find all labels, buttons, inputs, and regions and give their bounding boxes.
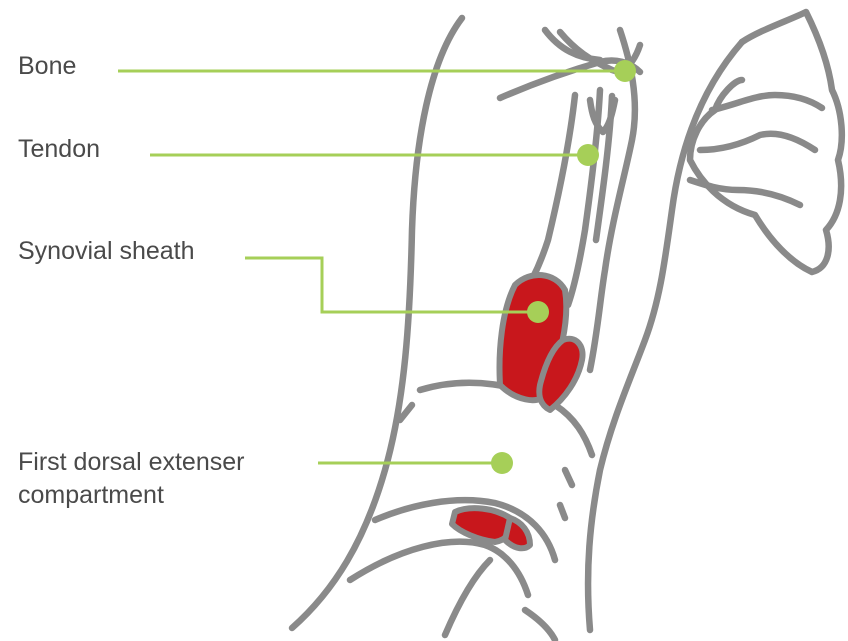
knuckle-line-1 xyxy=(700,134,815,150)
knuckle-line-3 xyxy=(690,180,800,205)
label-compartment-line2: compartment xyxy=(18,479,244,512)
label-bone: Bone xyxy=(18,50,76,83)
knuckle-line-2 xyxy=(712,95,822,110)
label-compartment-line1: First dorsal extenser xyxy=(18,446,244,479)
label-tendon: Tendon xyxy=(18,133,100,166)
hand-top-contour xyxy=(690,12,842,272)
marker-bone xyxy=(614,60,636,82)
inner-line-1 xyxy=(350,542,528,595)
label-first-dorsal-compartment: First dorsal extenser compartment xyxy=(18,446,244,512)
marker-sheath xyxy=(527,301,549,323)
inner-line-2 xyxy=(445,560,490,635)
compartment-dash-3 xyxy=(560,505,565,518)
leader-line-sheath xyxy=(245,258,538,312)
marker-compartment xyxy=(491,452,513,474)
marker-tendon xyxy=(577,144,599,166)
label-synovial-sheath: Synovial sheath xyxy=(18,235,195,268)
forearm-left-contour xyxy=(292,18,462,628)
inner-line-3 xyxy=(525,610,555,640)
tendon-line-1 xyxy=(520,95,575,300)
compartment-dash-2 xyxy=(565,470,572,485)
synovial-sheath-lower-2 xyxy=(505,518,530,548)
